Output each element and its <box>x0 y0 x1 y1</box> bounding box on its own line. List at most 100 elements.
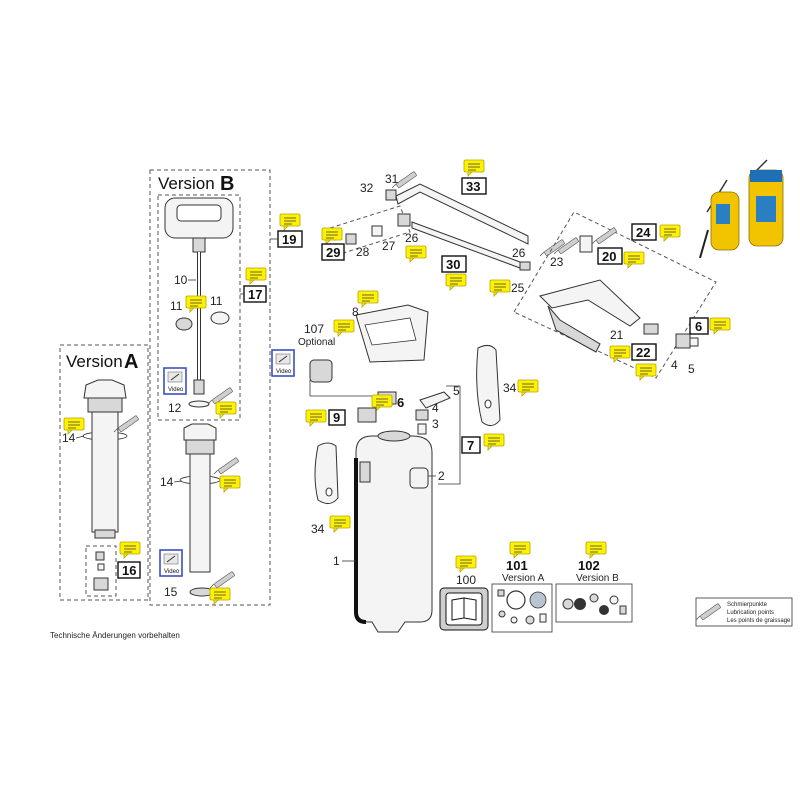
note-icon <box>215 401 237 419</box>
version-b-letter: B <box>220 173 234 195</box>
part-11-right: 11 <box>210 294 223 308</box>
note-icon <box>333 319 355 337</box>
note-icon <box>509 541 531 559</box>
video-label-center: Video <box>276 369 292 375</box>
part-4-center: 4 <box>432 401 439 415</box>
note-icon <box>305 409 327 427</box>
part-4-right: 4 <box>671 358 678 372</box>
part-29: 29 <box>326 245 340 260</box>
version-a-letter: A <box>124 351 138 373</box>
part-5-center: 5 <box>453 384 460 398</box>
nozzle-32 <box>385 189 397 201</box>
kit-16-frame <box>85 545 117 597</box>
part-16: 16 <box>122 563 136 578</box>
part-11-left: 11 <box>170 299 183 313</box>
part-30: 30 <box>446 257 460 272</box>
note-icon <box>185 295 207 313</box>
valve-body-a <box>93 577 109 591</box>
legend-de: Schmierpunkte <box>727 602 768 608</box>
spring-21 <box>643 323 659 335</box>
note-icon <box>659 224 681 242</box>
valve-9 <box>357 407 377 423</box>
note-icon <box>209 587 231 605</box>
pump-a-cylinder <box>91 411 119 533</box>
part-32: 32 <box>360 181 374 195</box>
strap-34-right <box>476 344 501 426</box>
part-10: 10 <box>174 273 188 287</box>
hose-fitting-right <box>675 333 691 349</box>
strap-34-left <box>314 442 339 504</box>
lubrication-legend: Schmierpunkte Lubrication points Les poi… <box>695 597 793 627</box>
part-6-right: 6 <box>695 319 702 334</box>
part-20-box <box>597 247 623 265</box>
pump-a-collar <box>87 397 123 413</box>
valve-handle-body <box>539 279 641 327</box>
legend-fr: Les points de graissage <box>727 618 791 624</box>
seal-11-left <box>175 317 193 331</box>
fitting-4 <box>415 409 429 421</box>
tank-group: Video 107 Optional 8 6 9 5 4 3 7 <box>271 290 539 633</box>
pump-a-end <box>94 529 116 539</box>
part-29-box <box>321 243 345 261</box>
part-33-box <box>461 177 487 195</box>
part-22-box <box>631 343 657 361</box>
note-icon <box>357 290 379 308</box>
version-b-frame <box>149 169 271 606</box>
part-34-left: 34 <box>311 522 325 536</box>
note-icon <box>483 433 505 451</box>
part-1: 1 <box>333 554 340 568</box>
sprayer-photo <box>699 159 784 259</box>
note-icon <box>489 279 511 297</box>
trigger-lever <box>547 305 601 353</box>
note-icon <box>517 379 539 397</box>
part-34-right: 34 <box>503 381 517 395</box>
seal-25 <box>519 261 531 271</box>
pump-b-head <box>183 423 217 441</box>
part-26-upper: 26 <box>405 231 419 245</box>
tank-neck <box>377 430 411 442</box>
part-7: 7 <box>467 438 474 453</box>
valve-ring-a <box>97 563 105 571</box>
lance-33 <box>395 183 529 245</box>
part-16-box <box>117 561 141 579</box>
valve-kit-frame <box>513 211 717 379</box>
part-3: 3 <box>432 417 439 431</box>
part-9-box <box>328 409 346 426</box>
fitting-3 <box>417 423 427 435</box>
part-22: 22 <box>636 345 650 360</box>
kit-102-label: Version B <box>576 573 619 584</box>
part-24-box <box>631 223 657 241</box>
note-icon <box>405 245 427 263</box>
part-7-box <box>461 436 481 454</box>
lance-group: 33 32 31 29 28 27 26 30 25 26 <box>321 159 566 297</box>
hose-connector-5 <box>419 391 451 409</box>
part-19: 19 <box>282 232 296 247</box>
version-b-group: Version B 10 11 11 17 Video 12 <box>149 169 303 606</box>
part-12: 12 <box>168 401 182 415</box>
note-icon <box>219 475 241 493</box>
part-25: 25 <box>511 281 525 295</box>
part-14-b: 14 <box>160 475 174 489</box>
part-26-lower: 26 <box>512 246 526 260</box>
part-2: 2 <box>438 469 445 483</box>
part-102: 102 <box>578 558 600 573</box>
note-icon <box>623 251 645 269</box>
part-28: 28 <box>356 245 370 259</box>
grease-icon <box>591 226 618 245</box>
note-icon <box>321 227 343 245</box>
kit-101-label: Version A <box>502 573 545 584</box>
pump-a-head <box>83 379 127 399</box>
part-107: 107 <box>304 322 324 336</box>
footer-note: Technische Änderungen vorbehalten <box>50 631 180 640</box>
part-31: 31 <box>385 172 399 186</box>
version-a-frame <box>59 344 149 601</box>
note-icon <box>119 541 141 559</box>
kits-group: 100 101 Version A 102 Version B <box>439 541 633 633</box>
video-label-upper: Video <box>168 387 184 393</box>
seal-11-right <box>210 311 230 325</box>
legend-en: Lubrication points <box>727 610 774 616</box>
note-icon <box>635 363 657 381</box>
valve-group: 23 21 22 20 24 6 4 5 <box>513 211 731 381</box>
nozzle-27 <box>371 225 383 237</box>
note-icon <box>279 213 301 231</box>
